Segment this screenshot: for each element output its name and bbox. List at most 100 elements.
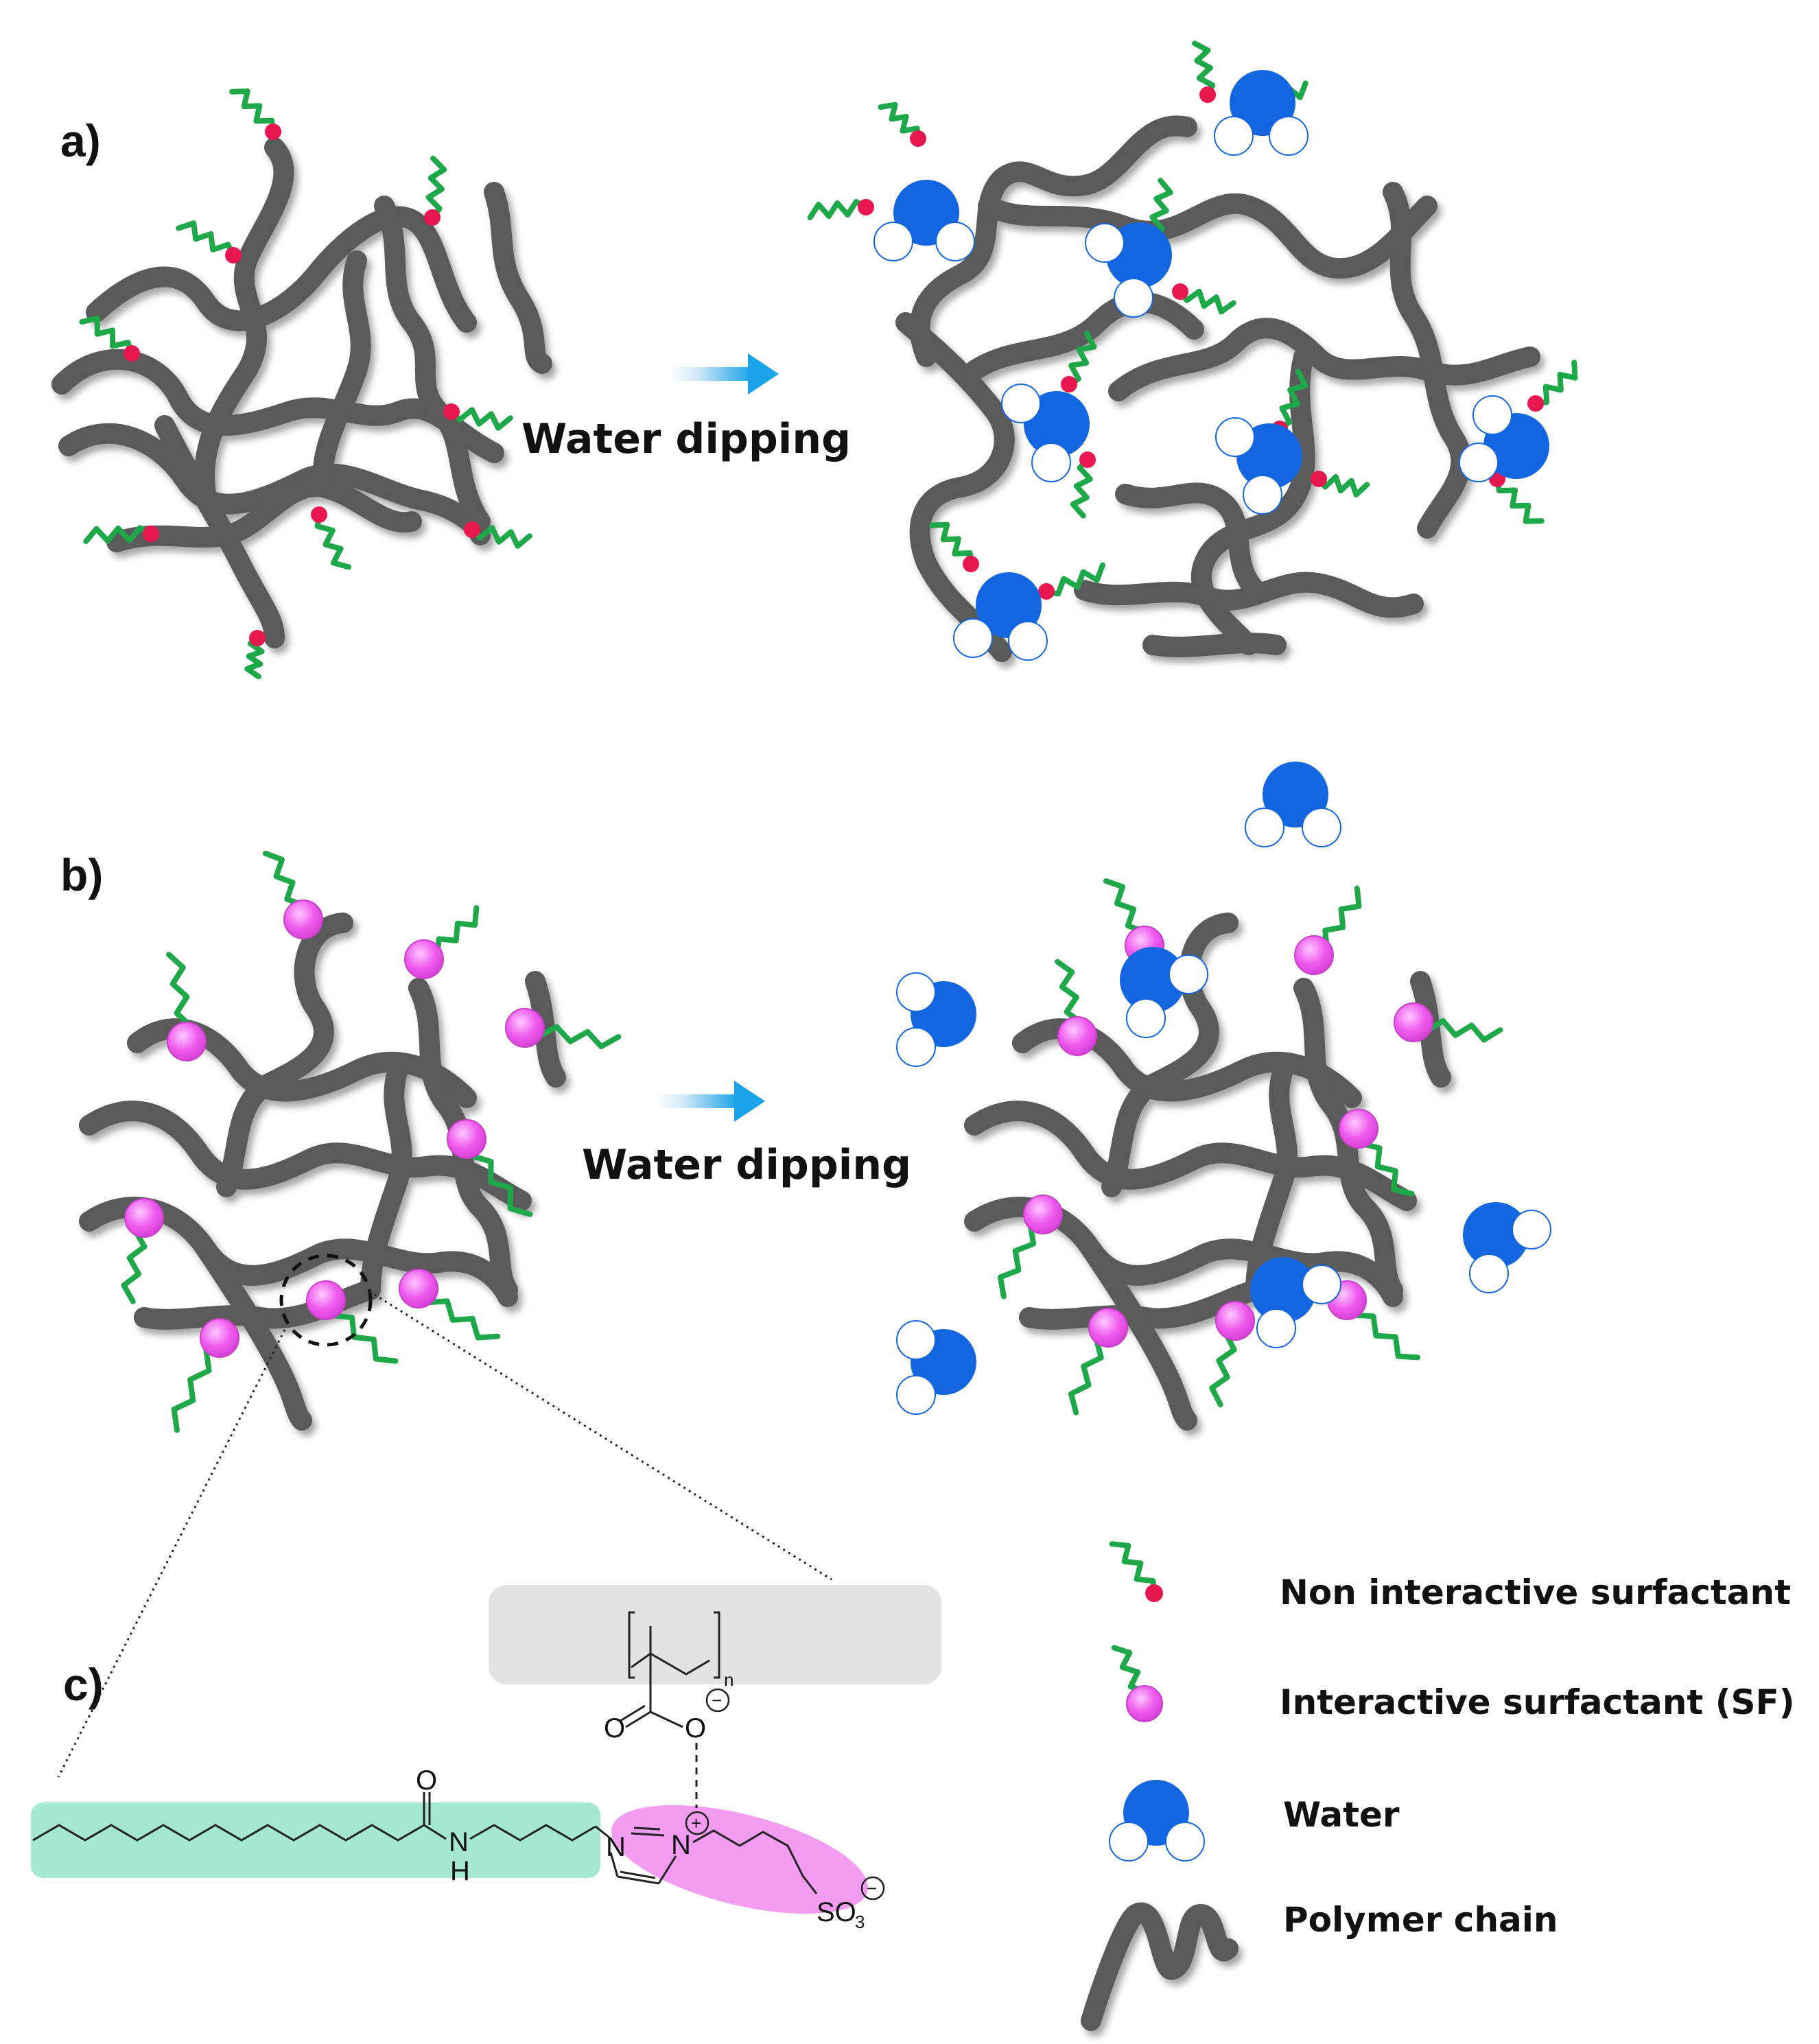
interactive-head <box>404 939 444 979</box>
interactive-head <box>283 900 323 939</box>
carbonyl-oxygen: O <box>604 1713 625 1743</box>
water-molecule <box>1215 417 1302 515</box>
non-interactive-head <box>464 521 480 538</box>
interactive-surfactant <box>1327 1280 1421 1361</box>
surfactant-tail <box>449 407 513 431</box>
sulfonate-minus-charge <box>860 1876 885 1901</box>
polymer-chain <box>1293 978 1403 1300</box>
non-interactive-head <box>265 124 281 140</box>
non-interactive-head <box>1061 376 1077 392</box>
surfactant-tail <box>1316 473 1370 497</box>
non-interactive-surfactant <box>1311 471 1370 497</box>
surfactant-tail <box>1070 457 1093 519</box>
surfactant-tail <box>1533 360 1578 406</box>
non-interactive-surfactant <box>1172 283 1236 315</box>
water-molecule <box>1120 947 1208 1038</box>
sulfonate-group: SO <box>817 1897 856 1927</box>
water-molecule <box>873 180 975 261</box>
water-hydrogen <box>1302 808 1341 847</box>
water-hydrogen <box>1245 808 1284 847</box>
polymer-chain <box>484 182 552 374</box>
non-interactive-head <box>1145 1584 1163 1602</box>
interactive-head <box>1294 935 1334 975</box>
zoom-circle <box>279 1254 373 1347</box>
water-hydrogen <box>896 972 936 1012</box>
interactive-surfactant <box>1055 959 1097 1056</box>
surfactant-tail <box>929 521 974 567</box>
surfactant-tail <box>469 525 532 549</box>
alkyl-chain <box>32 1824 425 1842</box>
non-interactive-surfactant <box>443 403 513 431</box>
interactive-surfactant <box>404 905 480 979</box>
sulfonate-subscript: 3 <box>855 1912 865 1932</box>
interactive-head <box>447 1119 486 1159</box>
imidazolium-highlight <box>611 1805 868 1914</box>
water-hydrogen <box>1008 621 1048 661</box>
surfactant-tail <box>176 220 236 258</box>
interactive-head <box>1394 1002 1433 1042</box>
interactive-head <box>167 1022 207 1061</box>
interactive-surfactant <box>262 850 323 939</box>
polymer-chain <box>1108 318 1540 401</box>
polymer-chain <box>79 1101 532 1211</box>
water-hydrogen <box>873 222 913 261</box>
non-interactive-head <box>143 526 159 542</box>
polymer-network-swollen-a <box>895 115 1540 662</box>
polymer-chain <box>1142 633 1287 657</box>
non-interactive-surfactant <box>1192 40 1216 103</box>
polymer-chain <box>1410 971 1451 1088</box>
water-hydrogen <box>896 1027 936 1067</box>
non-interactive-surfactant <box>1061 331 1097 392</box>
water-hydrogen <box>1001 384 1041 423</box>
carboxylate-oxygen: O <box>685 1713 706 1743</box>
alkyl-tail-highlight <box>31 1802 600 1878</box>
water-hydrogen <box>1114 278 1153 318</box>
legend-water-icon <box>1109 1780 1205 1861</box>
imidazolium-ring <box>595 1825 818 1894</box>
legend-non-interactive-label: Non interactive surfactant <box>1280 1573 1791 1612</box>
sulfonate-minus-sign: − <box>867 1878 877 1899</box>
polymer-chain <box>216 913 353 1197</box>
interactive-surfactant <box>121 1198 164 1304</box>
interactive-surfactant <box>447 1119 533 1217</box>
water-hydrogen <box>1215 417 1255 457</box>
interactive-head <box>124 1198 164 1238</box>
interactive-surfactant <box>1394 1002 1503 1043</box>
interactive-surfactant <box>1294 885 1362 975</box>
non-interactive-surfactant <box>929 521 979 572</box>
water-molecule <box>896 972 976 1067</box>
non-interactive-surfactant <box>878 102 926 147</box>
surfactant-tail <box>1044 562 1105 597</box>
polymer-chain <box>964 292 1204 381</box>
interactive-surfactant <box>1339 1109 1415 1197</box>
legend-water-label: Water <box>1283 1795 1400 1835</box>
polymer-chain <box>106 476 422 552</box>
panel-label-b: b) <box>60 849 103 900</box>
interactive-head <box>1215 1301 1255 1341</box>
water-molecule <box>1001 384 1090 482</box>
interactive-head <box>200 1318 239 1358</box>
legend-interactive-label: Interactive surfactant (SF) <box>1280 1682 1795 1722</box>
water-hydrogen <box>1512 1210 1551 1249</box>
non-interactive-surfactants-dry <box>79 88 532 680</box>
water-hydrogen <box>1243 475 1282 515</box>
polymer-chain <box>360 1060 412 1300</box>
polymer-chain <box>978 193 1437 279</box>
polymer-chain <box>51 349 504 463</box>
surfactant-tail <box>229 88 276 134</box>
amide-hydrogen: H <box>450 1856 470 1886</box>
water-dipping-arrow-b <box>655 1081 765 1122</box>
polymer-chain <box>1081 1238 1197 1431</box>
non-interactive-head <box>963 556 979 572</box>
amide-nitrogen: N <box>449 1827 469 1857</box>
interactive-head <box>1057 1016 1097 1056</box>
water-oxygen <box>1120 947 1186 1013</box>
imidazolium-plus-sign: + <box>691 1813 701 1833</box>
amide-oxygen: O <box>416 1765 437 1796</box>
surfactant-tail <box>244 635 265 680</box>
non-interactive-surfactant <box>807 199 874 220</box>
water-molecules-b <box>896 762 1551 1415</box>
panel-label-a: a) <box>60 115 101 166</box>
water-hydrogen <box>1459 443 1499 482</box>
